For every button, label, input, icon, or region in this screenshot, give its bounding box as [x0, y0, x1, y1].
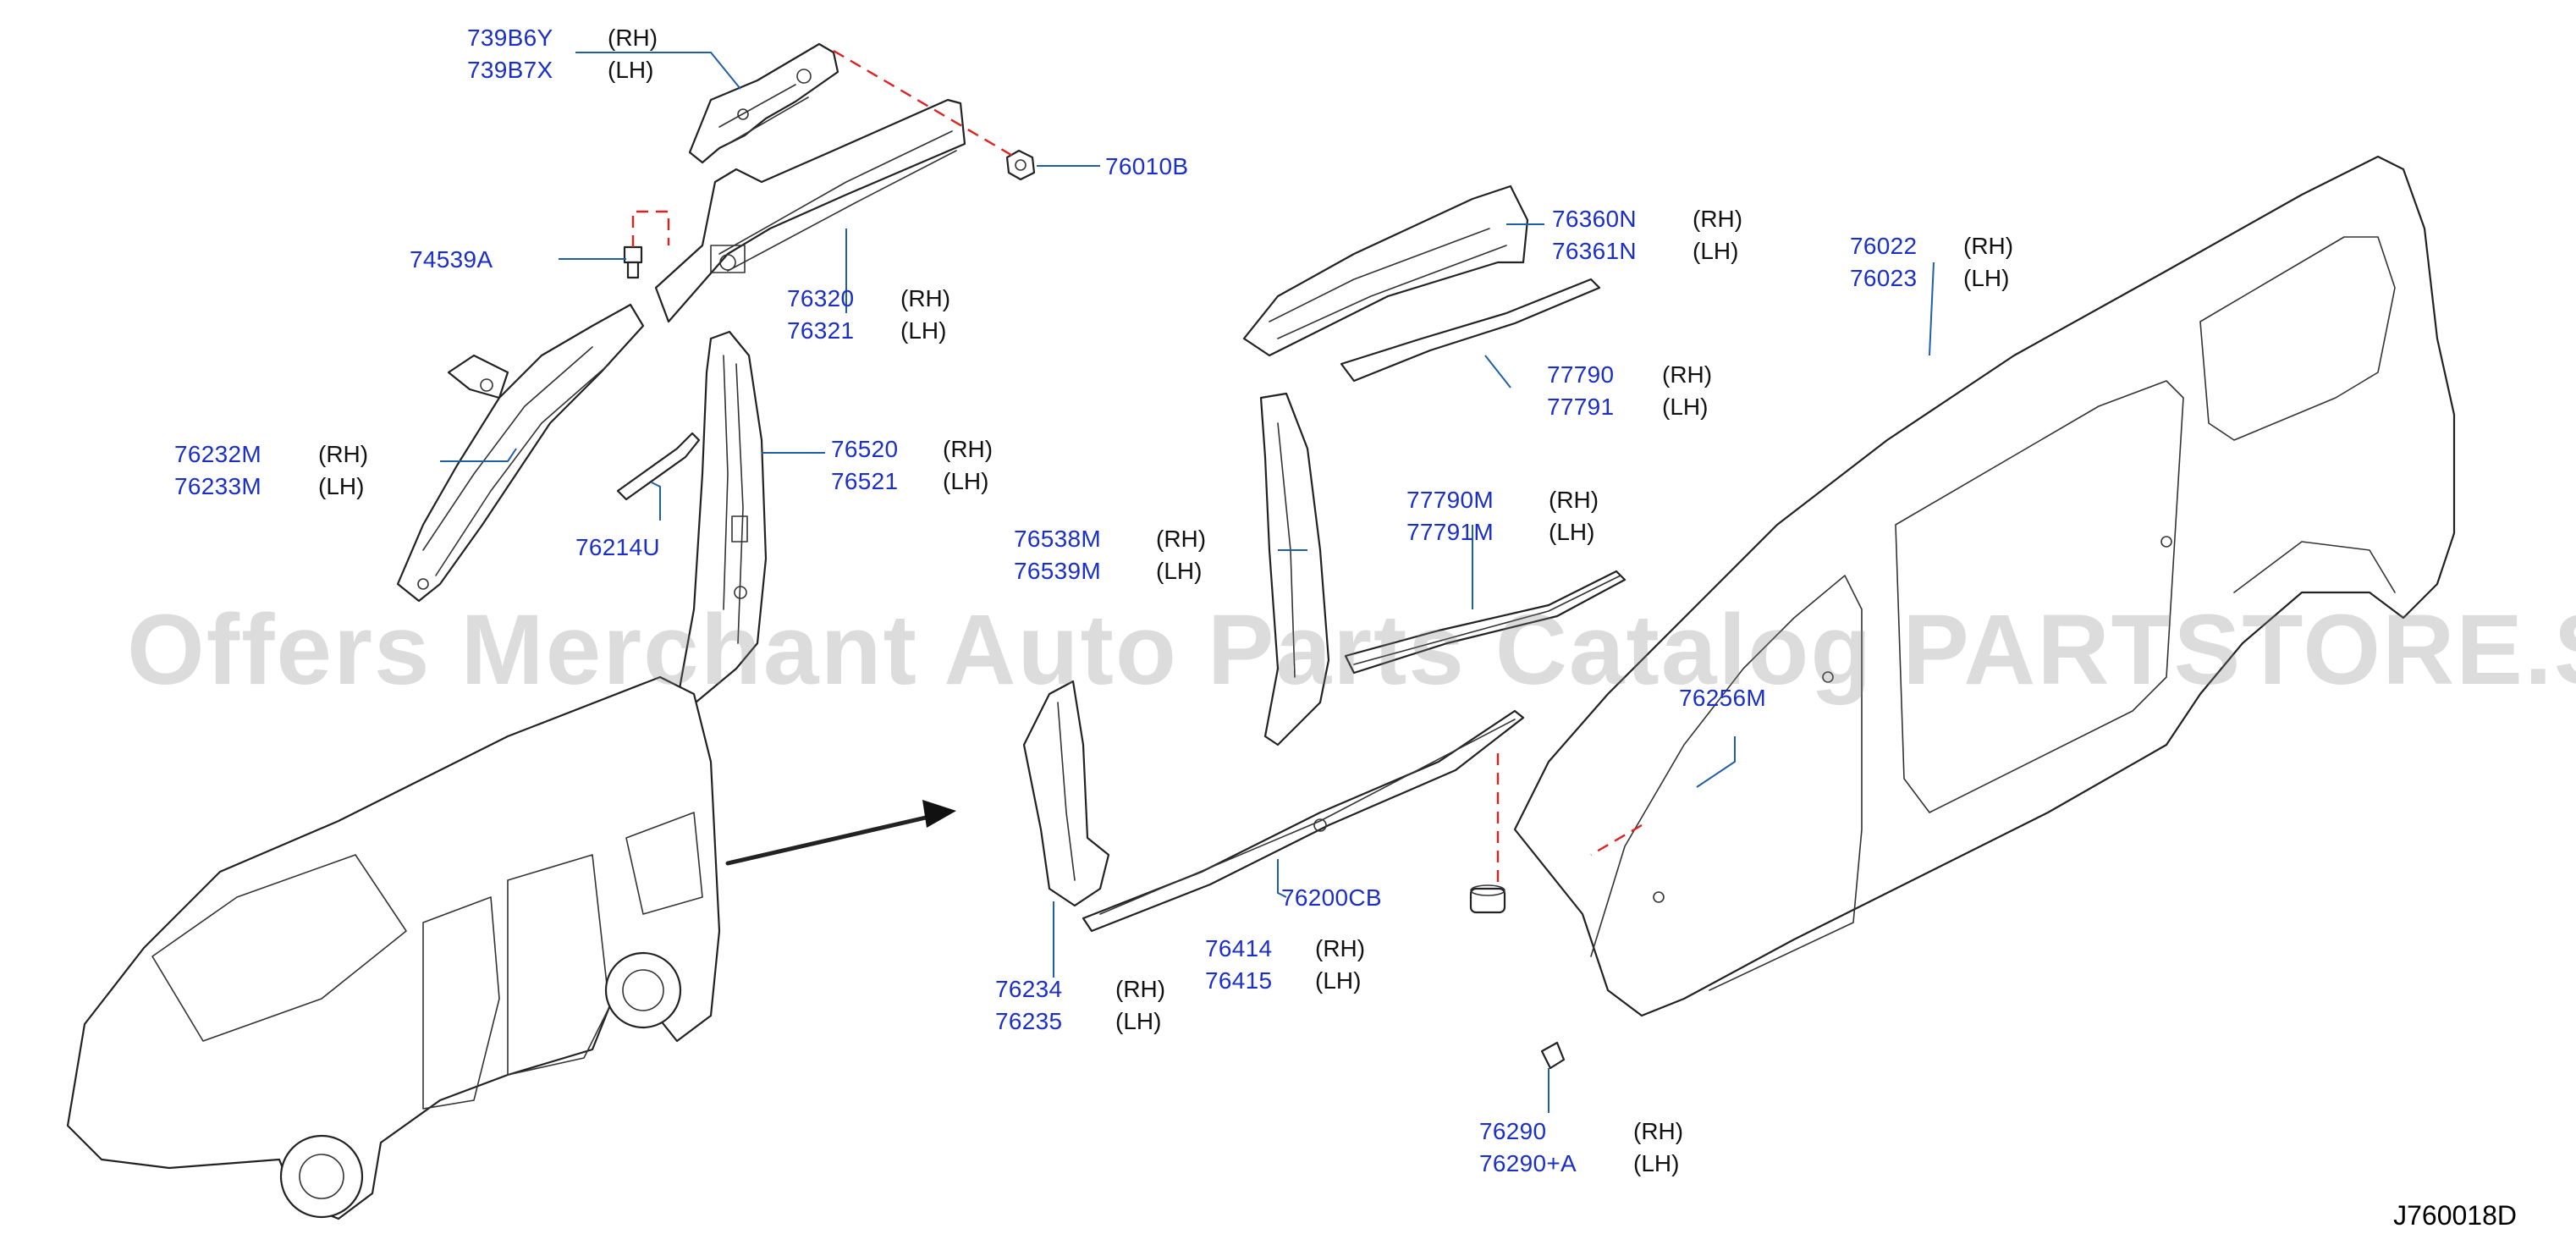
- side-lh-76233m: (LH): [318, 473, 365, 499]
- part-number-76233m[interactable]: 76233M: [174, 473, 261, 499]
- vehicle-overview: [66, 675, 956, 1220]
- part-number-76256m[interactable]: 76256M: [1679, 685, 1766, 711]
- side-rh-77790m: (RH): [1549, 487, 1599, 513]
- part-number-76415[interactable]: 76415: [1205, 967, 1273, 994]
- part-number-76200cb[interactable]: 76200CB: [1281, 884, 1382, 911]
- part-number-76290[interactable]: 76290: [1479, 1118, 1547, 1144]
- roof-rail-76360n[interactable]: [1242, 185, 1529, 357]
- part-number-76235[interactable]: 76235: [995, 1008, 1063, 1034]
- side-rh-76538m: (RH): [1156, 526, 1207, 552]
- side-lh-76539m: (LH): [1156, 558, 1203, 584]
- part-number-76414[interactable]: 76414: [1205, 935, 1273, 961]
- drawing-code: J760018D: [2393, 1200, 2517, 1231]
- rivet-nut-76200cb[interactable]: [1469, 884, 1506, 914]
- part-number-77790m[interactable]: 77790M: [1406, 487, 1494, 513]
- part-number-76232m[interactable]: 76232M: [174, 441, 261, 467]
- part-number-739b6y[interactable]: 739B6Y: [467, 25, 553, 51]
- part-number-76520[interactable]: 76520: [831, 436, 899, 462]
- side-rh-76232m: (RH): [318, 441, 369, 467]
- part-number-76010b[interactable]: 76010B: [1105, 153, 1189, 179]
- part-number-76360n[interactable]: 76360N: [1552, 206, 1637, 232]
- side-lh-739b7x: (LH): [608, 57, 654, 83]
- part-number-77791m[interactable]: 77791M: [1406, 519, 1494, 545]
- sill-moulding-77790m[interactable]: [1344, 570, 1627, 675]
- side-lh-76290a: (LH): [1633, 1150, 1680, 1176]
- lower-pillar-76234[interactable]: [1022, 680, 1110, 907]
- part-number-739b7x[interactable]: 739B7X: [467, 57, 553, 83]
- part-number-76022[interactable]: 76022: [1850, 233, 1918, 259]
- part-number-76321[interactable]: 76321: [787, 317, 855, 344]
- clip-76290[interactable]: [1540, 1041, 1566, 1070]
- weatherstrip-77790[interactable]: [1340, 278, 1601, 383]
- a-pillar-upper-76232m[interactable]: [396, 303, 645, 603]
- part-number-76290a[interactable]: 76290+A: [1479, 1150, 1577, 1176]
- side-rh-76360n: (RH): [1693, 206, 1743, 232]
- side-lh-76361n: (LH): [1693, 238, 1739, 264]
- side-lh-76235: (LH): [1115, 1008, 1162, 1034]
- bolt-74539a[interactable]: [623, 245, 643, 279]
- part-number-77791[interactable]: 77791: [1547, 394, 1615, 420]
- side-rh-76520: (RH): [943, 436, 994, 462]
- part-number-74539a[interactable]: 74539A: [410, 246, 493, 273]
- roof-rail-76320[interactable]: [654, 98, 966, 323]
- part-number-76234[interactable]: 76234: [995, 976, 1063, 1002]
- part-number-76214u[interactable]: 76214U: [575, 534, 660, 560]
- sill-76414[interactable]: [1082, 709, 1525, 933]
- side-rh-76414: (RH): [1315, 935, 1366, 961]
- part-number-76023[interactable]: 76023: [1850, 265, 1918, 291]
- center-pillar-76538m[interactable]: [1259, 392, 1330, 746]
- part-number-76320[interactable]: 76320: [787, 285, 855, 311]
- leader-lines: [440, 52, 1935, 1113]
- side-rh-76234: (RH): [1115, 976, 1166, 1002]
- side-lh-76023: (LH): [1963, 265, 2010, 291]
- part-number-76539m[interactable]: 76539M: [1014, 558, 1101, 584]
- b-pillar-76520[interactable]: [675, 330, 768, 713]
- side-rh-76290: (RH): [1633, 1118, 1684, 1144]
- part-number-77790[interactable]: 77790: [1547, 361, 1615, 388]
- side-rh-76320: (RH): [900, 285, 951, 311]
- nut-76010b[interactable]: [1005, 149, 1036, 181]
- assembly-guides: [631, 49, 1643, 889]
- bracket-739b6y[interactable]: [688, 42, 839, 164]
- part-number-76538m[interactable]: 76538M: [1014, 526, 1101, 552]
- side-lh-77791m: (LH): [1549, 519, 1595, 545]
- side-lh-76521: (LH): [943, 468, 989, 494]
- part-number-76521[interactable]: 76521: [831, 468, 899, 494]
- side-lh-76415: (LH): [1315, 967, 1362, 994]
- side-rh-76022: (RH): [1963, 233, 2014, 259]
- part-number-76361n[interactable]: 76361N: [1552, 238, 1637, 264]
- side-lh-77791: (LH): [1662, 394, 1709, 420]
- side-rh-77790: (RH): [1662, 361, 1713, 388]
- bracket-76214u[interactable]: [616, 432, 701, 501]
- body-side-outer-76022[interactable]: [1513, 155, 2456, 1017]
- side-rh-739b6y: (RH): [608, 25, 658, 51]
- side-lh-76321: (LH): [900, 317, 947, 344]
